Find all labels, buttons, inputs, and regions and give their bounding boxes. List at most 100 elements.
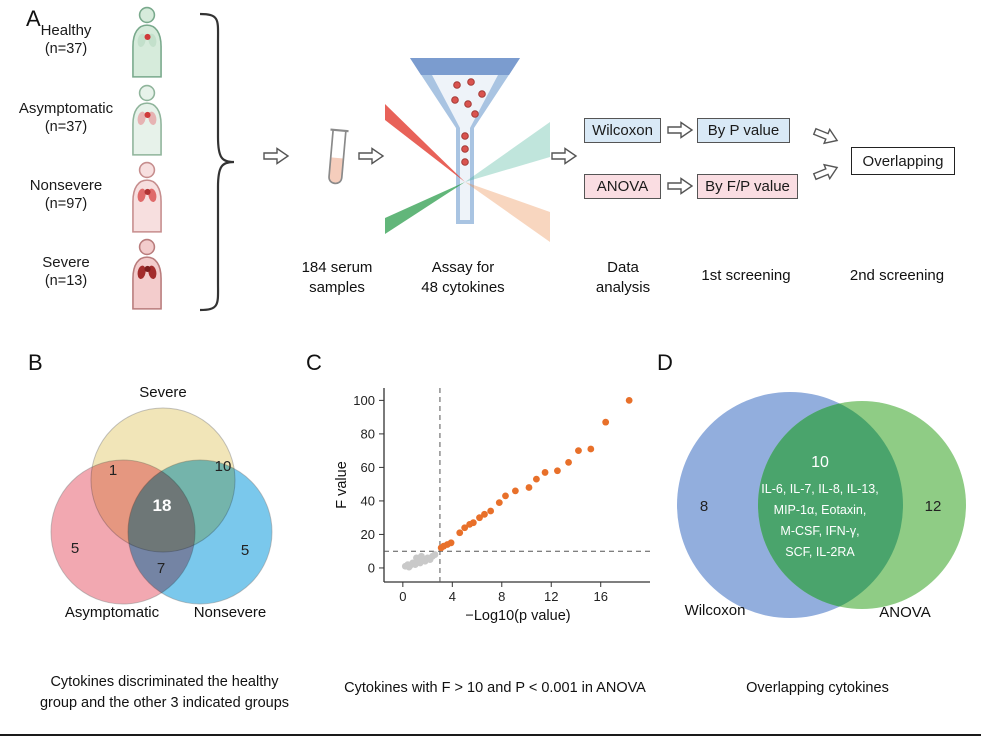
scatter-point bbox=[495, 499, 503, 506]
person-body bbox=[132, 256, 162, 310]
panel-d-caption: Overlapping cytokines bbox=[746, 680, 889, 696]
venn-d-right-label: ANOVA bbox=[879, 604, 931, 621]
venn-count-right: 5 bbox=[241, 542, 249, 559]
venn-count-top-right: 10 bbox=[215, 458, 232, 475]
group-label: Asymptomatic bbox=[18, 100, 114, 117]
x-tick-label: 12 bbox=[544, 589, 558, 604]
overlap-cytokines-line4: SCF, IL-2RA bbox=[785, 545, 855, 559]
brace-icon bbox=[199, 12, 235, 312]
serum-liquid bbox=[329, 157, 344, 184]
y-tick-label: 80 bbox=[361, 426, 375, 441]
scatter-point bbox=[487, 507, 495, 515]
group-asymptomatic: Asymptomatic (n=37) bbox=[14, 84, 170, 156]
scatter-point bbox=[461, 524, 469, 532]
person-body bbox=[132, 179, 162, 233]
green-laser-fan bbox=[465, 122, 550, 182]
converge-arrow-icon bbox=[812, 127, 839, 145]
scatter-point bbox=[469, 519, 477, 527]
analysis-caption: Data analysis bbox=[585, 258, 661, 298]
red-laser-beam bbox=[385, 104, 465, 182]
panel-b-caption-line2: group and the other 3 indicated groups bbox=[39, 695, 290, 711]
flow-arrow-icon bbox=[667, 177, 694, 195]
lungs-icon bbox=[137, 33, 146, 47]
scatter-point bbox=[533, 475, 540, 483]
person-body bbox=[132, 102, 162, 156]
group-label: Nonsevere bbox=[29, 177, 103, 194]
assay-caption: Assay for 48 cytokines bbox=[398, 258, 528, 298]
scatter-point bbox=[431, 551, 439, 558]
person-icon bbox=[132, 6, 162, 78]
group-label: Healthy bbox=[40, 22, 92, 39]
venn-overlap-region bbox=[758, 401, 903, 609]
scatter-point bbox=[476, 514, 483, 522]
venn-count-bottom: 7 bbox=[157, 560, 165, 577]
scatter-point bbox=[456, 529, 464, 537]
scatter-point bbox=[447, 539, 455, 547]
person-icon bbox=[132, 161, 162, 233]
x-axis-label: −Log10(p value) bbox=[465, 608, 570, 624]
y-tick-label: 0 bbox=[368, 560, 375, 575]
scatter-point bbox=[502, 492, 509, 500]
panel-a-letter: A bbox=[26, 6, 41, 31]
by-p-value-box: By P value bbox=[697, 118, 790, 143]
overlap-cytokines-line1: IL-6, IL-7, IL-8, IL-13, bbox=[761, 482, 878, 496]
y-tick-label: 60 bbox=[361, 460, 375, 475]
samples-caption-line1: 184 serum bbox=[301, 259, 373, 276]
panel-b-caption: Cytokines discriminated the healthy grou… bbox=[12, 672, 317, 714]
x-tick-label: 16 bbox=[593, 589, 607, 604]
analysis-caption-line1: Data bbox=[607, 259, 639, 276]
tube-rim bbox=[330, 128, 349, 133]
screening1-caption: 1st screening bbox=[701, 267, 791, 284]
group-healthy: Healthy (n=37) bbox=[14, 6, 170, 78]
scatter-point bbox=[587, 445, 595, 453]
group-count: (n=97) bbox=[44, 196, 88, 212]
scatter-point bbox=[565, 458, 572, 466]
scatter-point bbox=[541, 469, 549, 476]
y-axis-label: F value bbox=[334, 461, 350, 509]
venn-d-left-count: 8 bbox=[700, 498, 708, 515]
flow-arrow-icon bbox=[667, 121, 694, 139]
heart-icon bbox=[144, 33, 151, 40]
lungs-icon bbox=[137, 265, 146, 279]
y-tick-label: 20 bbox=[361, 527, 375, 542]
x-tick-label: 8 bbox=[498, 589, 505, 604]
tube-outline bbox=[328, 129, 347, 185]
brace-path bbox=[199, 12, 235, 312]
panel-b-letter: B bbox=[28, 350, 43, 375]
scatter-point bbox=[525, 484, 533, 491]
person-head bbox=[138, 161, 156, 179]
funnel-rim bbox=[410, 58, 520, 75]
samples-caption: 184 serum samples bbox=[292, 258, 382, 298]
venn-d-overlap-count: 10 bbox=[811, 454, 829, 471]
scatter-point bbox=[575, 447, 582, 455]
venn-d-left-label: Wilcoxon bbox=[684, 602, 746, 619]
person-body bbox=[132, 24, 162, 78]
assay-caption-line2: 48 cytokines bbox=[421, 279, 505, 296]
venn3-diagram: 1 18 10 5 7 5 bbox=[50, 407, 273, 605]
person-head bbox=[138, 6, 156, 24]
venn-circle-nonsevere bbox=[127, 459, 273, 605]
heart-icon bbox=[144, 188, 151, 195]
person-icon bbox=[132, 238, 162, 310]
panel-d-letter: D bbox=[657, 350, 673, 375]
person-head bbox=[138, 84, 156, 102]
group-severe: Severe (n=13) bbox=[14, 238, 170, 310]
x-tick-label: 4 bbox=[449, 589, 456, 604]
red-laser-fan bbox=[465, 182, 550, 242]
figure-bottom-rule bbox=[0, 734, 981, 736]
venn-count-left: 5 bbox=[71, 540, 79, 557]
venn-d-right-count: 12 bbox=[925, 498, 942, 515]
overlap-cytokines-line3: M-CSF, IFN-γ, bbox=[780, 524, 859, 538]
assay-caption-line1: Assay for bbox=[431, 259, 495, 276]
scatter-point bbox=[511, 487, 519, 495]
scatter-point bbox=[554, 467, 561, 475]
group-count: (n=13) bbox=[44, 273, 88, 289]
person-head bbox=[138, 238, 156, 256]
lungs-icon bbox=[137, 111, 146, 125]
overlapping-box: Overlapping bbox=[851, 147, 955, 175]
by-fp-value-box: By F/P value bbox=[697, 174, 798, 199]
flow-arrow-icon bbox=[358, 147, 385, 165]
converge-arrow-icon bbox=[812, 163, 839, 181]
lungs-icon bbox=[137, 188, 146, 202]
